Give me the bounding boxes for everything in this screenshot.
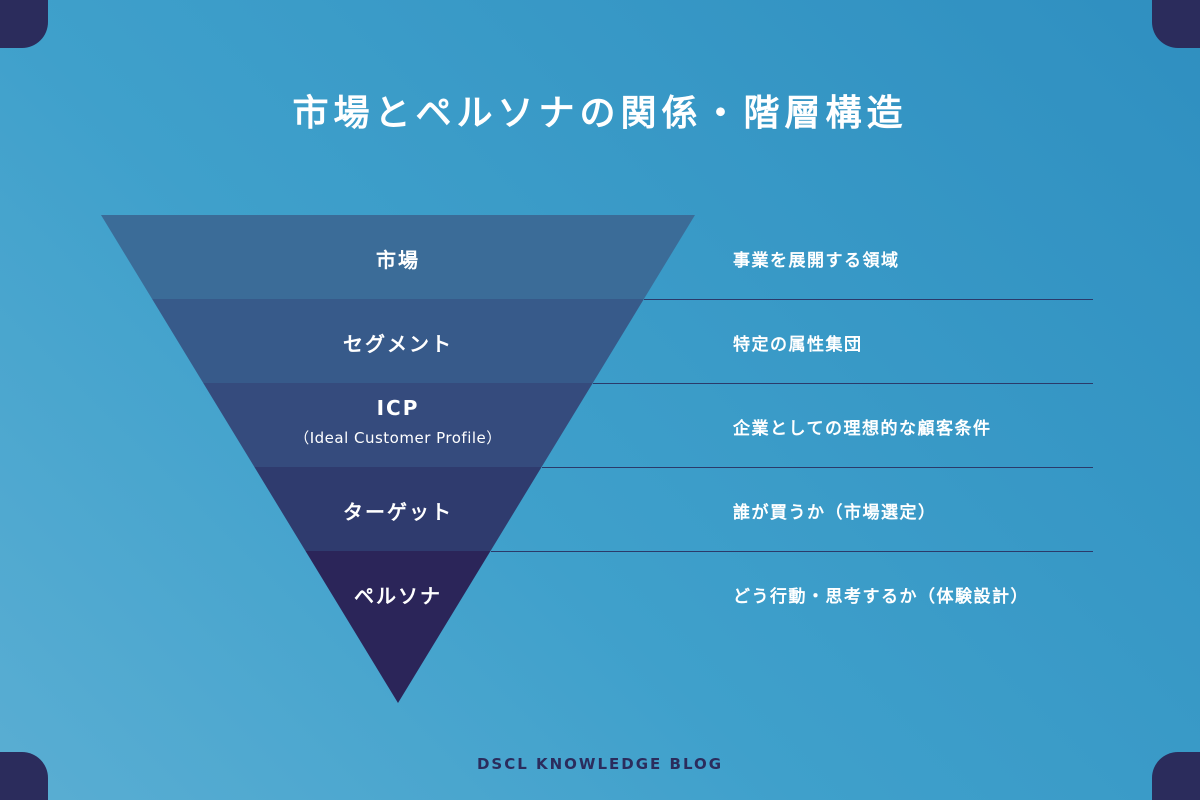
page-title: 市場とペルソナの関係・階層構造 bbox=[292, 93, 908, 134]
funnel-label-segment: セグメント bbox=[343, 332, 453, 356]
corner-decoration-bottom-right bbox=[1152, 752, 1200, 800]
funnel-label-persona: ペルソナ bbox=[354, 584, 442, 608]
corner-decoration-top-right bbox=[1152, 0, 1200, 48]
funnel-sublabel-icp: （Ideal Customer Profile） bbox=[294, 429, 502, 447]
divider-line bbox=[643, 299, 1093, 300]
level-description-target: 誰が買うか（市場選定） bbox=[733, 503, 937, 523]
level-description-market: 事業を展開する領域 bbox=[733, 251, 900, 271]
divider-line bbox=[490, 551, 1093, 552]
funnel-band-persona bbox=[305, 551, 491, 703]
funnel-label-target: ターゲット bbox=[343, 500, 453, 524]
funnel-band-market bbox=[101, 215, 695, 299]
corner-decoration-top-left bbox=[0, 0, 48, 48]
level-description-persona: どう行動・思考するか（体験設計） bbox=[733, 587, 1029, 607]
divider-line bbox=[592, 383, 1093, 384]
funnel-label-market: 市場 bbox=[376, 248, 420, 272]
divider-line bbox=[541, 467, 1093, 468]
footer-brand: DSCL KNOWLEDGE BLOG bbox=[476, 755, 724, 773]
level-description-segment: 特定の属性集団 bbox=[733, 335, 863, 355]
funnel-band-segment bbox=[152, 299, 644, 383]
funnel-band-target bbox=[254, 467, 542, 551]
funnel-label-icp: ICP bbox=[376, 396, 420, 420]
funnel-band-icp bbox=[203, 383, 593, 467]
corner-decoration-bottom-left bbox=[0, 752, 48, 800]
level-description-icp: 企業としての理想的な顧客条件 bbox=[733, 419, 992, 439]
